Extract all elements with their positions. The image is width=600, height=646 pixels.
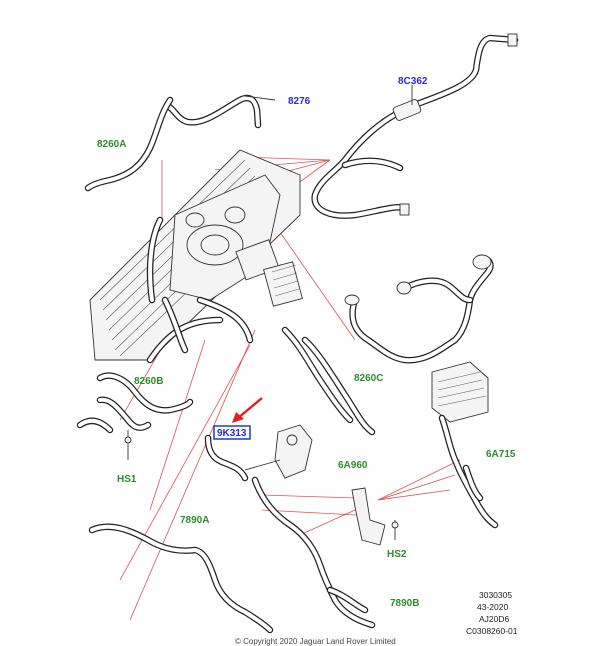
callout-HS1[interactable]: HS1 [117, 474, 137, 485]
callout-8260A[interactable]: 8260A [97, 139, 126, 150]
callout-6A960[interactable]: 6A960 [338, 460, 368, 471]
ref-line-4: C0308260-01 [466, 626, 518, 636]
part-8260B-hose [76, 372, 194, 460]
callout-HS2[interactable]: HS2 [387, 549, 407, 560]
callout-8C362[interactable]: 8C362 [398, 76, 428, 87]
callout-8260B[interactable]: 8260B [134, 376, 163, 387]
callout-9K313[interactable]: 9K313 [217, 428, 247, 439]
part-6A715-cooler [431, 361, 499, 529]
copyright-notice: © Copyright 2020 Jaguar Land Rover Limit… [235, 637, 396, 646]
callout-8260C[interactable]: 8260C [354, 373, 383, 384]
highlight-box [213, 425, 251, 440]
pointer-arrow [232, 397, 263, 423]
callout-7890B[interactable]: 7890B [390, 598, 419, 609]
callout-7890A[interactable]: 7890A [180, 515, 209, 526]
radiator-assembly [89, 149, 376, 436]
part-6A960-bracket [351, 487, 399, 546]
part-7890B-hose [251, 476, 376, 629]
part-8C362-hose [311, 33, 519, 219]
part-7890A-hose [88, 523, 274, 634]
callout-6A715[interactable]: 6A715 [486, 449, 516, 460]
part-8276-hose [164, 94, 276, 129]
part-9K313-hose [204, 424, 313, 482]
part-8260A-hose [84, 96, 174, 192]
part-8260C-hose [344, 254, 494, 364]
ref-line-1: 3030305 [479, 590, 512, 600]
ref-line-3: AJ20D6 [479, 614, 510, 624]
callout-8276[interactable]: 8276 [288, 96, 311, 107]
ref-line-2: 43-2020 [477, 602, 508, 612]
